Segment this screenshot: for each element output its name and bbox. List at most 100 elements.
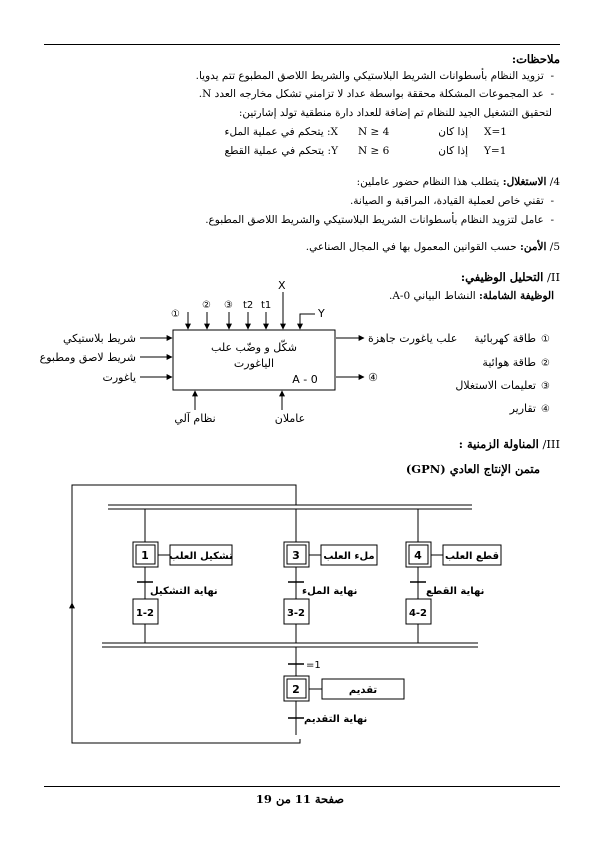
control-label-2: ②: [202, 300, 211, 311]
exploitation-heading: الاستغلال:: [502, 176, 547, 188]
step-1-next: 1-2: [136, 608, 154, 619]
input-label-2: شريط لاصق ومطبوع: [40, 351, 136, 365]
notes-item-1-text: تزويد النظام بأسطوانات الشريط البلاستيكي…: [195, 70, 544, 82]
step-3-num: 3: [292, 549, 300, 562]
temporal-subtitle: متمن الإنتاج العادي (GPN): [405, 462, 540, 476]
loop-line: [71, 484, 301, 744]
footer-rule: [44, 786, 560, 787]
temporal-num: III/: [542, 437, 560, 451]
exploitation-item-2: - عامل لتزويد النظام بأسطوانات الشريط ال…: [205, 214, 554, 226]
signal-x-eq: X=1: [484, 126, 507, 138]
step-3-inner: [286, 544, 307, 565]
signal-x-cond: إذا كان: [438, 126, 468, 138]
legend-3-label: تعليمات الاستغلال: [455, 379, 536, 392]
a0-box-text-2: الياغورت: [234, 357, 274, 370]
step-4-action-box: [442, 544, 502, 566]
legend-4-label: تقارير: [509, 402, 536, 415]
signal-x-rel: N ≥ 4: [358, 126, 390, 138]
step-1-next-box: [132, 598, 159, 625]
input-label-3: ياغورت: [102, 371, 136, 384]
step-4-num: 4: [414, 549, 422, 562]
branch-4: 4 قطع العلب نهاية القطع 4-2: [405, 541, 502, 625]
notes-item-2-text: عد المجموعات المشكلة محققة بواسطة عداد ل…: [198, 88, 544, 100]
step-2-inner: [286, 678, 307, 699]
step-1-action: تشكيل العلب: [169, 551, 233, 562]
temporal-heading: المناولة الزمنية :: [458, 437, 539, 451]
functional-heading: التحليل الوظيفي:: [460, 270, 544, 284]
signal-y-desc: Y: يتحكم في عملية القطع: [224, 145, 339, 157]
exploitation-item-1: - تقني خاص لعملية القيادة، المراقبة و ال…: [349, 195, 554, 207]
legend-1-num: ①: [541, 334, 550, 345]
exploitation-text: يتطلب هذا النظام حضور عاملين:: [356, 176, 500, 188]
top-rule: [44, 44, 560, 45]
notes-intro: لتحقيق التشغيل الجيد للنظام تم إضافة للع…: [238, 107, 552, 119]
step-4-next-box: [405, 598, 432, 625]
step-1-num: 1: [141, 549, 149, 562]
exploitation-num: 4/: [549, 176, 560, 188]
step-3-next-box: [283, 598, 310, 625]
signal-y-eq: Y=1: [484, 145, 507, 157]
signal-x-label: X: [278, 279, 286, 292]
legend-2-label: طاقة هوائية: [482, 356, 536, 369]
notes-item-2: - عد المجموعات المشكلة محققة بواسطة عداد…: [198, 88, 554, 100]
a0-box-text-1: شكّل و وضّب علب: [211, 339, 297, 354]
notes-item-1: - تزويد النظام بأسطوانات الشريط البلاستي…: [195, 70, 554, 82]
step-2-action-box: [321, 678, 405, 700]
exploitation-line: 4/ الاستغلال: يتطلب هذا النظام حضور عامل…: [357, 175, 560, 189]
legend-3-num: ③: [541, 381, 550, 392]
step-4-next: 4-2: [409, 608, 427, 619]
step-2-action: تقديم: [349, 685, 378, 696]
legend-2-num: ②: [541, 358, 550, 369]
page-number: صفحة 11 من 19: [255, 792, 345, 806]
output-marker: ④: [368, 371, 378, 384]
control-label-t1: t1: [261, 300, 271, 311]
step-4-inner: [408, 544, 429, 565]
functional-sub-heading: الوظيفة الشاملة:: [479, 290, 554, 302]
step-4-transition: نهاية القطع: [426, 586, 484, 597]
functional-num: II/: [547, 270, 560, 284]
branch-1: 1 تشكيل العلب نهاية التشكيل 1-2: [132, 541, 233, 625]
step-2-num: 2: [292, 683, 300, 696]
a0-box-id: A - 0: [292, 373, 318, 386]
input-label-1: شريط بلاستيكي: [63, 332, 136, 345]
grafcet-diagram: =1 1 تشكيل العلب نهاية التشكيل 1-2 3 ملء…: [69, 484, 502, 744]
notes-heading: ملاحظات:: [511, 52, 560, 66]
step-3-action-box: [320, 544, 378, 566]
output-label: علب ياغورت جاهزة: [368, 332, 457, 345]
control-label-3: ③: [224, 300, 233, 311]
step-2-transition: نهاية التقديم: [304, 714, 367, 725]
signal-x-desc: X: يتحكم في عملية الملء: [224, 126, 338, 138]
step-3-next: 3-2: [287, 608, 305, 619]
security-text: حسب القوانين المعمول بها في المجال الصنا…: [305, 241, 517, 253]
join-condition: =1: [306, 660, 321, 671]
security-line: 5/ الأمن: حسب القوانين المعمول بها في ال…: [306, 240, 560, 254]
signal-y-label: Y: [317, 307, 325, 320]
signal-y-rel: N ≥ 6: [358, 145, 390, 157]
step-1-action-box: [169, 544, 233, 566]
support-label-2: عاملان: [275, 412, 305, 425]
step-4-action: قطع العلب: [445, 551, 499, 562]
a0-diagram: شكّل و وضّب علب الياغورت A - 0 شريط بلاس…: [40, 279, 550, 425]
temporal-heading-line: III/ المناولة الزمنية :: [459, 437, 560, 452]
signal-y-arrow: [297, 313, 315, 330]
legend-1-label: طاقة كهربائية: [474, 332, 536, 345]
control-label-t2: t2: [243, 300, 253, 311]
step-4-box: [405, 541, 432, 568]
step-3-transition: نهاية الملء: [302, 586, 357, 597]
final-step: 2 تقديم نهاية التقديم: [283, 675, 405, 725]
exploitation-item-2-text: عامل لتزويد النظام بأسطوانات الشريط البل…: [205, 214, 544, 226]
step-3-action: ملء العلب: [323, 551, 374, 562]
step-2-box: [283, 675, 310, 702]
a0-box: [172, 329, 336, 391]
legend-4-num: ④: [541, 404, 550, 415]
functional-sub-text: النشاط البياني A-0.: [388, 290, 476, 302]
security-heading: الأمن:: [520, 241, 547, 253]
step-1-transition: نهاية التشكيل: [150, 586, 218, 597]
control-label-1: ①: [171, 309, 180, 320]
exploitation-item-1-text: تقني خاص لعملية القيادة، المراقبة و الصي…: [349, 195, 544, 207]
step-1-inner: [135, 544, 156, 565]
functional-sub-line: الوظيفة الشاملة: النشاط البياني A-0.: [389, 289, 554, 303]
signal-y-cond: إذا كان: [438, 145, 468, 157]
security-num: 5/: [549, 241, 560, 253]
support-label-1: نظام آلي: [174, 411, 215, 425]
